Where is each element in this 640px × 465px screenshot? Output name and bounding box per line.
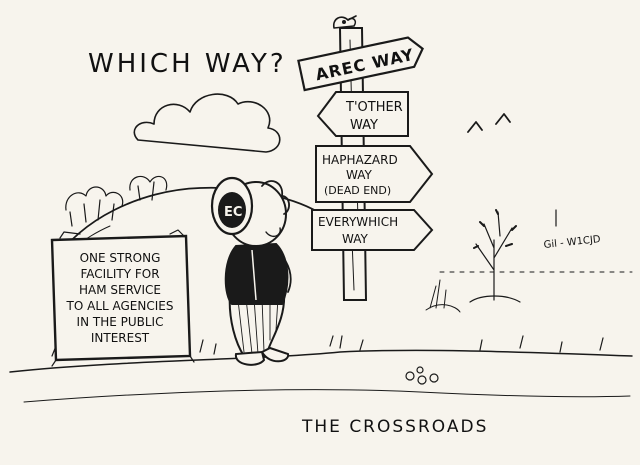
perched-bird [332, 15, 357, 29]
cap-lettering: EC [224, 205, 242, 220]
sign-everywhich-line1: EVERYWHICH [318, 215, 398, 229]
cartoon-title: WHICH WAY? [88, 49, 287, 79]
sapling-tree [469, 209, 521, 303]
tombstone-line4: TO ALL AGENCIES [66, 299, 174, 313]
sign-everywhich-way: EVERYWHICH WAY [311, 209, 434, 251]
tombstone-line3: HAM SERVICE [79, 283, 161, 297]
tombstone-line1: ONE STRONG [80, 251, 161, 265]
sign-tother-line2: WAY [350, 118, 378, 133]
bushes [65, 175, 168, 227]
cartoon-caption: THE CROSSROADS [301, 417, 488, 437]
sign-haphazard-line1: HAPHAZARD [322, 153, 398, 167]
cloud [133, 93, 281, 153]
flowers [405, 366, 439, 385]
sign-haphazard-line3: (DEAD END) [324, 184, 391, 197]
ec-character: EC [210, 176, 292, 366]
shrubs [425, 279, 461, 313]
flying-birds [467, 113, 511, 133]
tombstone-sign: ONE STRONG FACILITY FOR HAM SERVICE TO A… [50, 229, 195, 367]
tombstone-line2: FACILITY FOR [80, 267, 159, 281]
tombstone-line5: IN THE PUBLIC [77, 315, 164, 329]
tombstone-line6: INTEREST [91, 331, 150, 345]
artist-signature: Gil - W1CJD [543, 234, 601, 251]
sign-haphazard-line2: WAY [346, 168, 372, 182]
sign-tother-line1: T'OTHER [345, 100, 403, 115]
sign-haphazard-way: HAPHAZARD WAY (DEAD END) [315, 145, 434, 203]
sign-tother-way: T'OTHER WAY [316, 91, 409, 137]
sign-everywhich-line2: WAY [342, 232, 368, 246]
